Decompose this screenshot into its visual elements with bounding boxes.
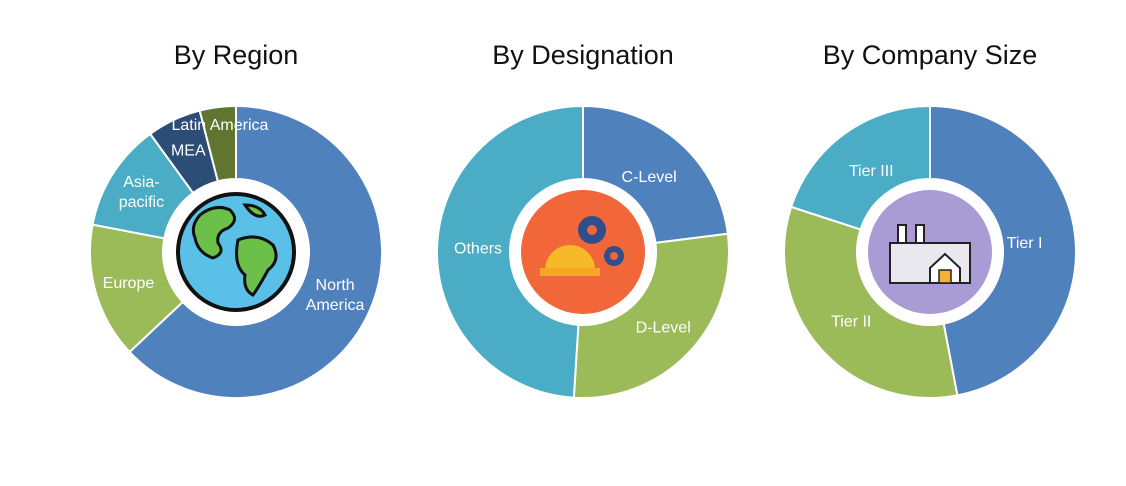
factory-icon bbox=[868, 190, 992, 314]
data-label: Tier II bbox=[831, 313, 871, 330]
data-label: C-Level bbox=[622, 169, 677, 186]
data-label: Asia-pacific bbox=[119, 174, 164, 211]
chart-title: By Designation bbox=[492, 40, 674, 70]
data-label: Europe bbox=[103, 275, 155, 292]
chart-title: By Company Size bbox=[823, 40, 1038, 70]
data-label: Others bbox=[454, 241, 502, 258]
data-label: MEA bbox=[171, 143, 206, 160]
engineer-helmet-gears-icon bbox=[521, 190, 645, 314]
data-label: Latin America bbox=[171, 117, 268, 134]
chart-by-company-size: By Company Size Tier I Tier II Tier III bbox=[783, 40, 1077, 399]
chart-title: By Region bbox=[174, 40, 299, 70]
data-label: Tier I bbox=[1007, 235, 1043, 252]
data-label: Tier III bbox=[849, 163, 894, 180]
globe-icon bbox=[176, 192, 296, 312]
data-label: D-Level bbox=[636, 319, 691, 336]
